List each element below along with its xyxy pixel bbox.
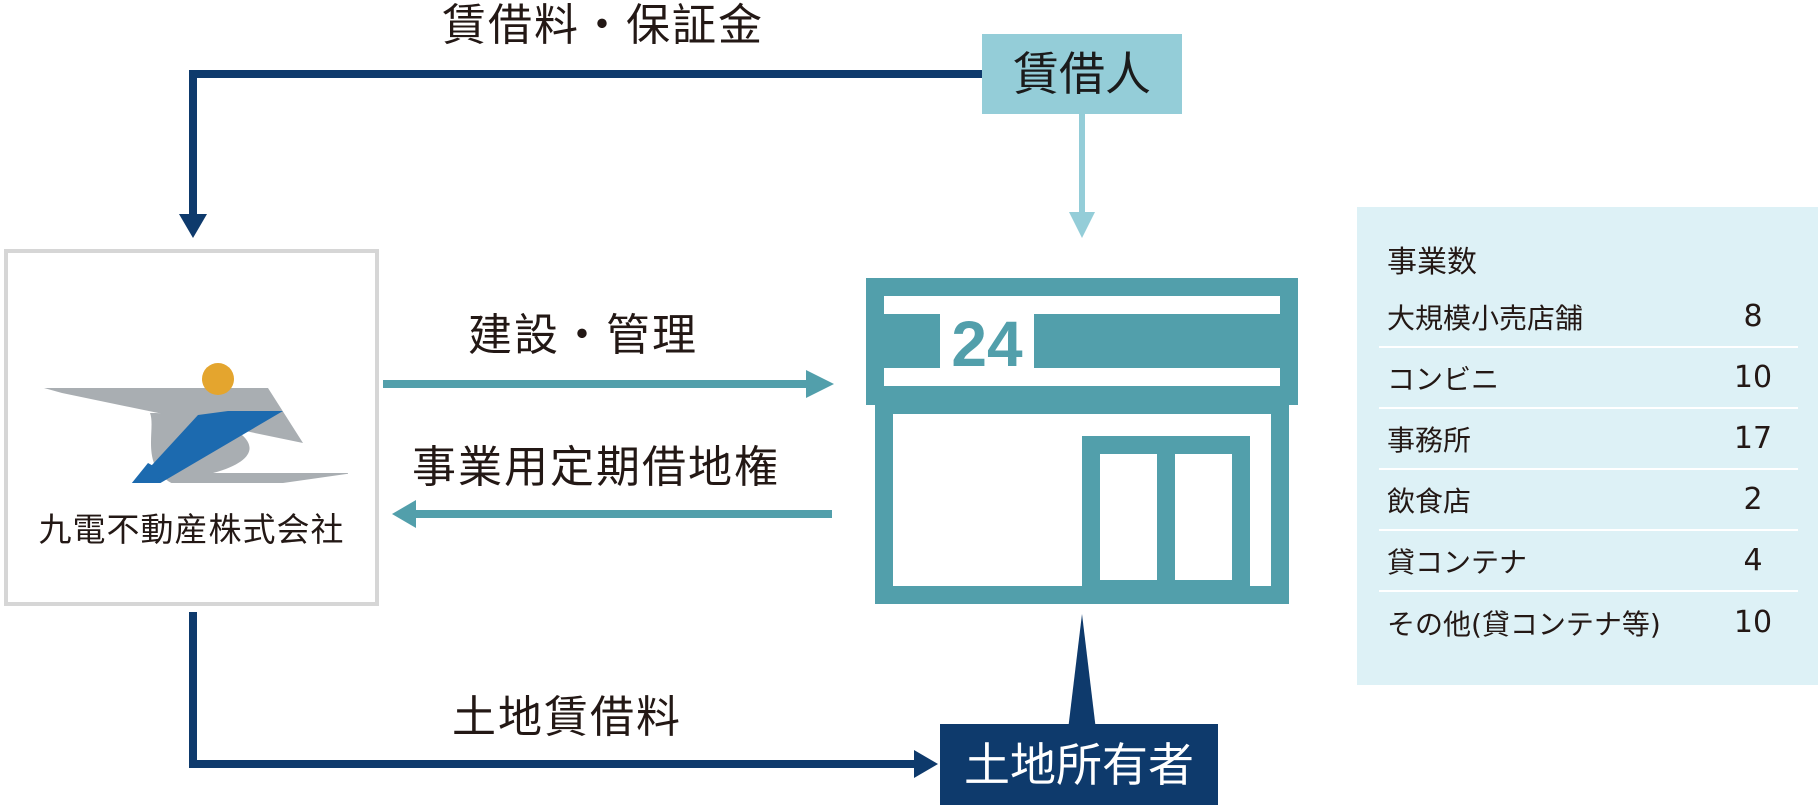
kyuden-logo: [44, 363, 348, 483]
owner-pointer: [1068, 614, 1096, 730]
arrow-lease-right: [392, 500, 416, 528]
arrow-to-store: [1069, 212, 1095, 238]
category-label: その他(貸コンテナ等): [1387, 607, 1661, 641]
arrow-to-owner: [914, 750, 938, 778]
list-item: 貸コンテナ 4: [1379, 531, 1798, 592]
category-label: 飲食店: [1387, 484, 1472, 518]
category-label: コンビニ: [1387, 362, 1500, 396]
rent-deposit-label: 賃借料・保証金: [442, 0, 764, 51]
company-name: 九電不動産株式会社: [38, 510, 345, 549]
rent-deposit-connector: [189, 70, 982, 218]
list-item: コンビニ 10: [1379, 348, 1798, 409]
list-item: 事務所 17: [1379, 409, 1798, 470]
construction-label: 建設・管理: [468, 310, 698, 361]
land-rent-label: 土地賃借料: [452, 692, 682, 743]
category-count: 10: [1733, 605, 1773, 640]
category-count: 10: [1733, 360, 1773, 395]
tenant-box: 賃借人: [982, 34, 1182, 114]
arrow-to-company-top: [179, 214, 207, 238]
list-item: その他(貸コンテナ等) 10: [1379, 592, 1798, 653]
store-sign-text: 24: [951, 308, 1023, 380]
convenience-store-icon: 24: [866, 278, 1298, 604]
category-count: 2: [1743, 482, 1763, 517]
list-item: 飲食店 2: [1379, 470, 1798, 531]
category-count: 8: [1743, 299, 1763, 334]
project-count-heading: 事業数: [1387, 245, 1477, 280]
project-count-list: 大規模小売店舗 8 コンビニ 10 事務所 17 飲食店 2 貸コンテナ 4 そ…: [1379, 287, 1798, 653]
category-label: 貸コンテナ: [1387, 545, 1528, 579]
land-rent-connector: [189, 612, 918, 768]
category-count: 4: [1743, 543, 1763, 578]
list-item: 大規模小売店舗 8: [1379, 287, 1798, 348]
project-count-panel: 事業数 大規模小売店舗 8 コンビニ 10 事務所 17 飲食店 2 貸コンテナ…: [1357, 207, 1818, 685]
category-label: 事務所: [1387, 423, 1472, 457]
category-count: 17: [1733, 421, 1773, 456]
arrow-construction: [806, 370, 834, 398]
landowner-box: 土地所有者: [940, 724, 1218, 805]
category-label: 大規模小売店舗: [1387, 301, 1584, 335]
company-card: 九電不動産株式会社: [4, 249, 379, 606]
lease-right-label: 事業用定期借地権: [412, 442, 780, 493]
